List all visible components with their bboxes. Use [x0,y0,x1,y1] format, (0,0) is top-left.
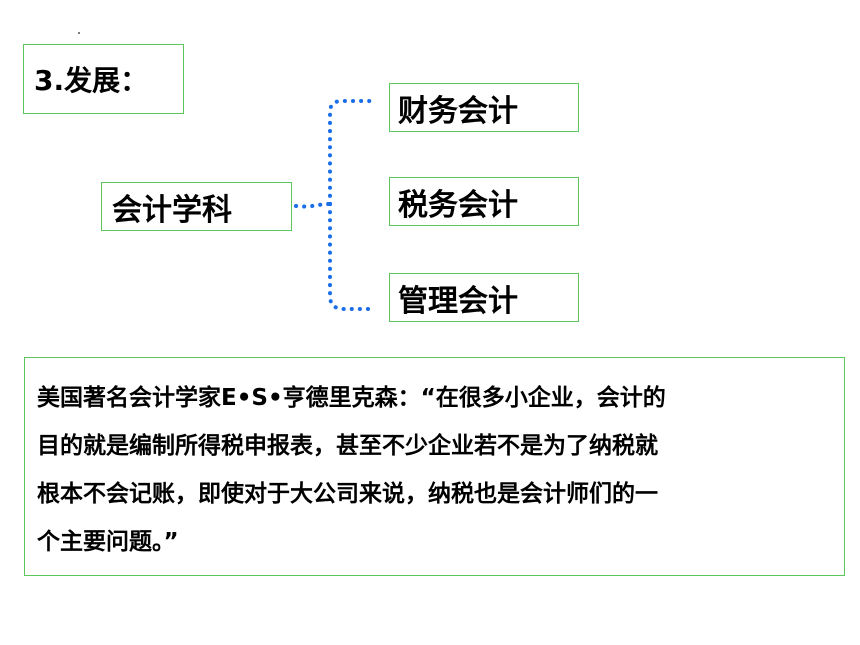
branch-node-label: 财务会计 [398,93,518,129]
quote-line: 根本不会记账，即使对于大公司来说，纳税也是会计师们的一 [37,481,658,507]
connector-top-arm [328,99,374,206]
branch-node-label: 管理会计 [398,283,518,319]
branch-node-label: 税务会计 [398,187,518,223]
stray-dot [78,32,80,34]
branch-node-financial-accounting: 财务会计 [389,83,579,132]
section-heading-text: 3.发展： [34,64,149,97]
branch-node-tax-accounting: 税务会计 [389,177,579,226]
connector-root-link [294,202,332,209]
branch-node-management-accounting: 管理会计 [389,273,579,322]
connector-bottom-arm [328,202,378,311]
root-node-label: 会计学科 [112,192,232,228]
section-heading: 3.发展： [23,44,184,114]
quote-line: 个主要问题。” [37,529,179,555]
quote-box: 美国著名会计学家E•S•亨德里克森：“在很多小企业，会计的 目的就是编制所得税申… [24,357,845,576]
root-node: 会计学科 [101,182,292,231]
quote-line: 美国著名会计学家E•S•亨德里克森：“在很多小企业，会计的 [37,385,666,411]
quote-line: 目的就是编制所得税申报表，甚至不少企业若不是为了纳税就 [37,433,658,459]
